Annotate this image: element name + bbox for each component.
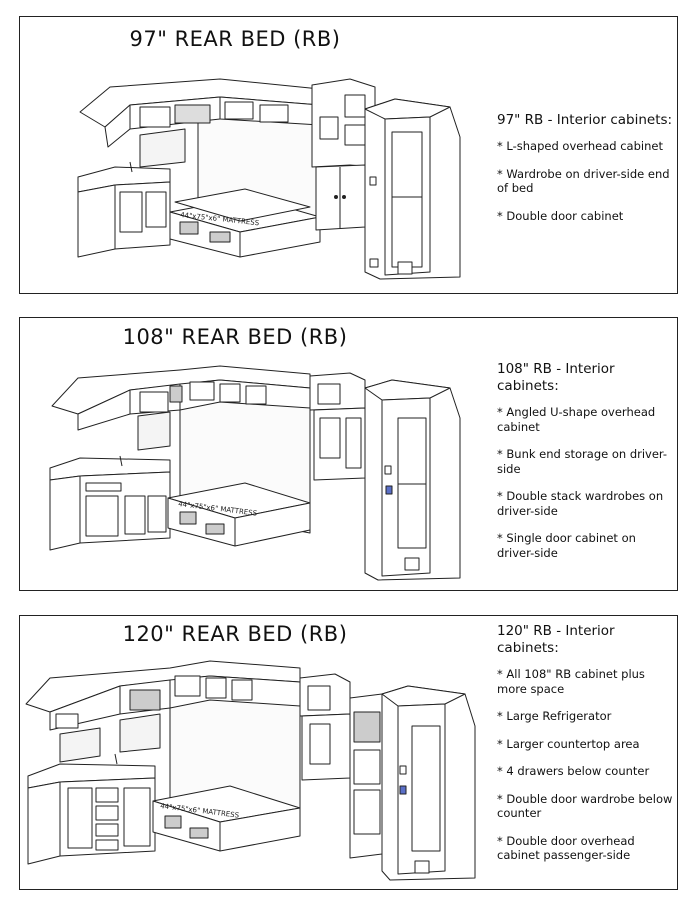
- feature-item: * Double door wardrobe below counter: [497, 791, 673, 821]
- feature-item: * Angled U-shape overhead cabinet: [497, 405, 656, 434]
- feature-item: * Single door cabinet on driver-side: [497, 531, 636, 560]
- cabinet-drawing-120: 44"x75"x6" MATTRESS: [25, 660, 476, 881]
- panel-108-rb: 108" REAR BED (RB) 44"x75"x6" MATTRESS: [19, 317, 678, 591]
- feature-item: * Double door cabinet: [497, 208, 624, 223]
- feature-item: * Wardrobe on driver-side end of bed: [497, 166, 670, 196]
- feature-item: * Bunk end storage on driver-side: [497, 447, 668, 476]
- feature-notes: 108" RB - Interior cabinets: * Angled U-…: [497, 361, 675, 573]
- feature-item: * Larger countertop area: [497, 736, 640, 751]
- panel-title: 120" REAR BED (RB): [122, 622, 348, 646]
- notes-heading: 120" RB - Interior cabinets:: [497, 623, 615, 656]
- notes-heading: 108" RB - Interior cabinets:: [497, 361, 615, 394]
- feature-item: * All 108" RB cabinet plus more space: [497, 667, 645, 696]
- panel-title: 108" REAR BED (RB): [122, 325, 348, 349]
- panel-title: 97" REAR BED (RB): [129, 27, 341, 51]
- feature-item: * Double stack wardrobes on driver-side: [497, 489, 664, 518]
- panel-97-rb: 97" REAR BED (RB) 44"x75"x6" MATTRESS: [19, 16, 678, 294]
- cabinet-drawing-97: 44"x75"x6" MATTRESS: [77, 78, 461, 280]
- feature-item: * Double door overhead cabinet passenger…: [497, 833, 635, 863]
- feature-item: * Large Refrigerator: [497, 709, 612, 723]
- cabinet-drawing-108: 44"x75"x6" MATTRESS: [49, 365, 461, 581]
- feature-item: * 4 drawers below counter: [497, 764, 650, 778]
- feature-notes: 120" RB - Interior cabinets: * All 108" …: [497, 623, 675, 876]
- feature-notes: 97" RB - Interior cabinets: * L-shaped o…: [497, 112, 675, 236]
- panel-120-rb: 120" REAR BED (RB) 44"x75"x6" MATTRESS: [19, 615, 678, 890]
- notes-heading: 97" RB - Interior cabinets:: [497, 112, 673, 128]
- feature-item: * L-shaped overhead cabinet: [497, 139, 663, 153]
